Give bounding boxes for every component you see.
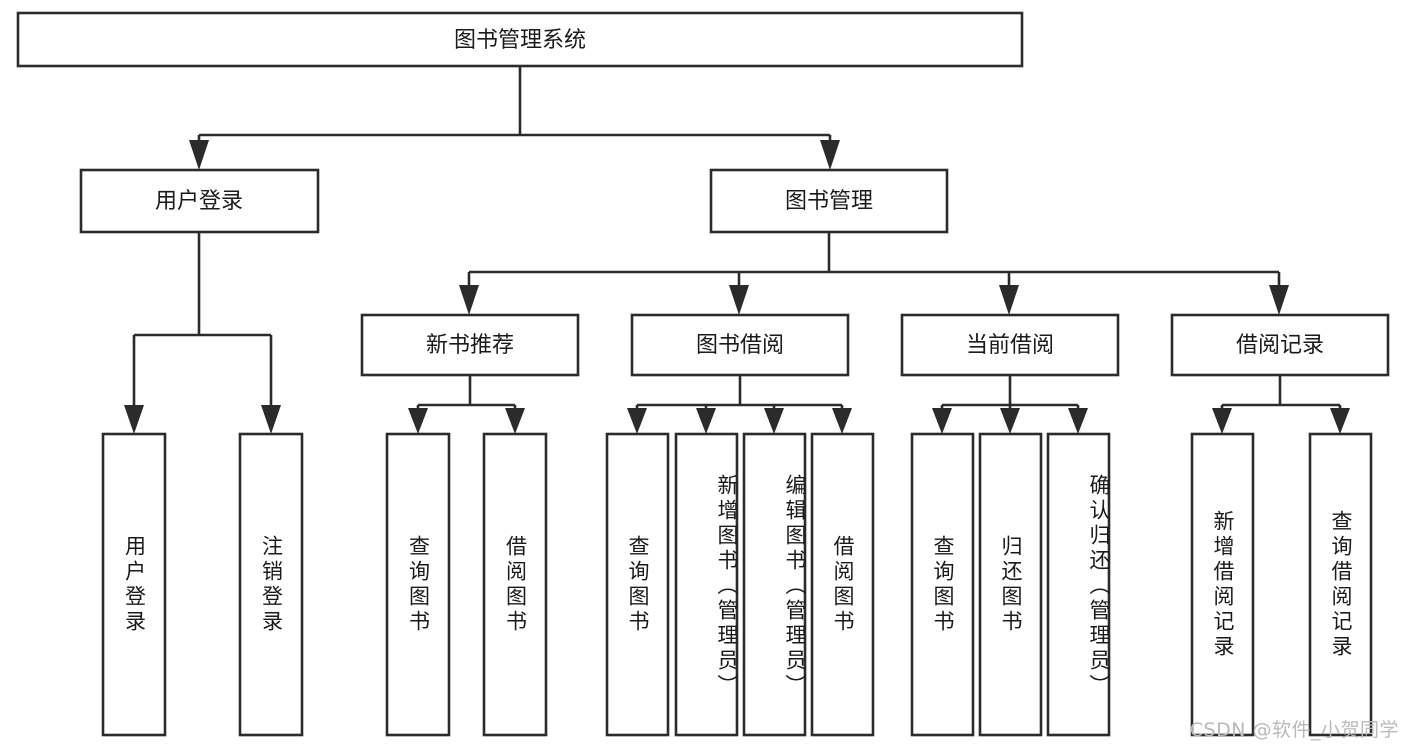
node-borrow-record[interactable]: 借阅记录 [1170,313,1390,377]
edges-book-borrow-to-leaves [627,375,852,434]
edges-user-login-to-leaves [124,232,281,434]
node-root-label: 图书管理系统 [454,28,586,53]
node-new-book-recommend-label: 新书推荐 [426,333,514,358]
arrowhead-bb-leaf-4 [832,408,852,434]
edges-current-borrow-to-leaves [932,375,1088,434]
node-new-book-recommend[interactable]: 新书推荐 [360,313,580,377]
node-book-borrow-label: 图书借阅 [696,333,784,358]
arrowhead-br-leaf-1 [1212,408,1232,434]
arrowhead-user-login [189,140,209,170]
leaf-box-query-borrow-record[interactable] [1308,432,1373,737]
node-current-borrow[interactable]: 当前借阅 [900,313,1120,377]
leaf-box-borrow-book-1[interactable] [482,432,548,737]
leaf-box-query-book-1[interactable] [385,432,451,737]
leaf-box-return-book[interactable] [978,432,1043,737]
node-new-book-recommend-box[interactable] [360,313,580,377]
leaf-box-add-book-admin[interactable] [674,432,739,737]
leaf-box-query-book-2[interactable] [605,432,670,737]
arrowhead-l3-4 [1269,285,1289,315]
leaf-box-user-login[interactable] [101,432,167,737]
node-borrow-record-label: 借阅记录 [1236,333,1324,358]
edges-borrow-record-to-leaves [1212,375,1350,434]
arrowhead-l3-2 [729,285,749,315]
edges-book-mgmt-to-level3 [459,232,1289,315]
node-current-borrow-box[interactable] [900,313,1120,377]
arrowhead-nbr-leaf-1 [408,408,428,434]
leaf-box-add-borrow-record[interactable] [1190,432,1255,737]
arrowhead-cb-leaf-1 [932,408,952,434]
watermark-text: CSDN @软件_小贺同学 [1189,719,1399,741]
node-book-borrow[interactable]: 图书借阅 [630,313,850,377]
arrowhead-ul-leaf-1 [124,405,144,434]
node-book-management[interactable]: 图书管理 [709,168,949,234]
arrowhead-br-leaf-2 [1330,408,1350,434]
arrowhead-bb-leaf-1 [627,408,647,434]
node-user-login-label: 用户登录 [155,189,243,214]
arrowhead-bb-leaf-3 [764,408,784,434]
arrowhead-ul-leaf-2 [261,405,281,434]
arrowhead-nbr-leaf-2 [505,408,525,434]
node-current-borrow-label: 当前借阅 [966,333,1054,358]
node-book-management-label: 图书管理 [785,189,873,214]
arrowhead-l3-1 [459,285,479,315]
node-root[interactable]: 图书管理系统 [16,11,1024,68]
edges-root-to-level2 [189,66,840,170]
edges-new-book-rec-to-leaves [408,375,525,434]
arrowhead-book-mgmt [820,140,840,170]
node-book-borrow-box[interactable] [630,313,850,377]
arrowhead-l3-3 [999,285,1019,315]
arrowhead-bb-leaf-2 [696,408,716,434]
node-user-login[interactable]: 用户登录 [79,168,320,234]
leaf-box-borrow-book-2[interactable] [810,432,875,737]
leaf-box-query-book-3[interactable] [910,432,975,737]
leaf-box-confirm-return-admin[interactable] [1046,432,1111,737]
arrowhead-cb-leaf-3 [1068,408,1088,434]
node-book-management-box[interactable] [709,168,949,234]
node-root-box[interactable] [16,11,1024,68]
leaf-box-logout[interactable] [238,432,304,737]
arrowhead-cb-leaf-2 [1000,408,1020,434]
node-borrow-record-box[interactable] [1170,313,1390,377]
leaf-box-edit-book-admin[interactable] [742,432,807,737]
